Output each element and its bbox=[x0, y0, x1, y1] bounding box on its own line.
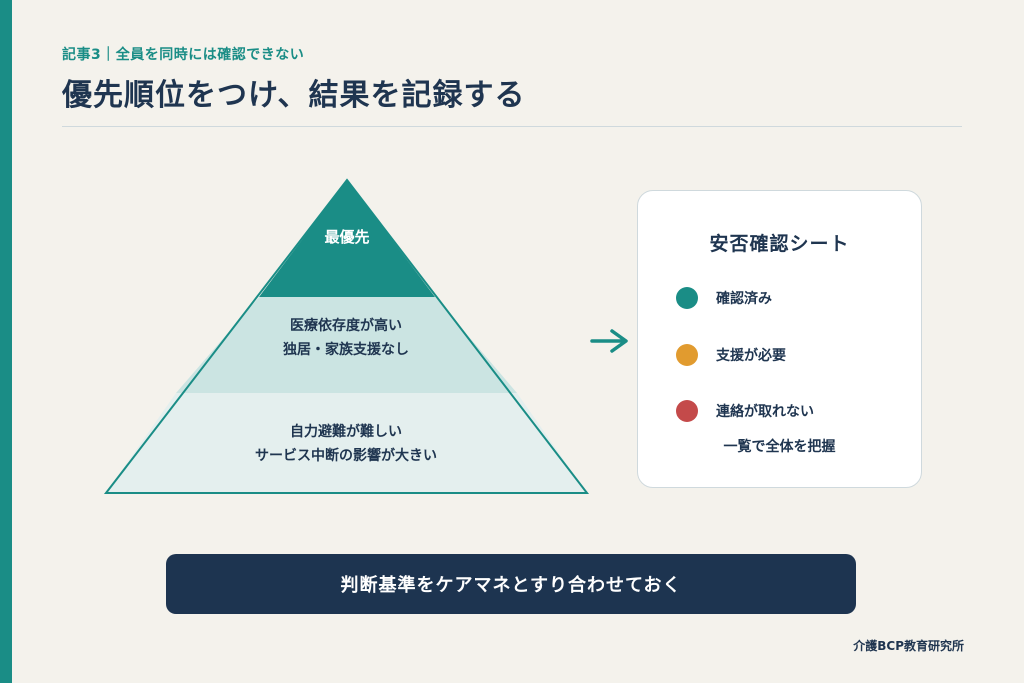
publisher-credit: 介護BCP教育研究所 bbox=[853, 639, 964, 653]
safety-check-sheet-card: 安否確認シート 確認済み 支援が必要 連絡が取れない 一覧で全体を把握 bbox=[637, 190, 922, 488]
card-title: 安否確認シート bbox=[709, 233, 850, 255]
status-label: 支援が必要 bbox=[716, 348, 786, 364]
pyramid-tier-middle bbox=[176, 297, 517, 393]
tier-bottom-line-1: 自力避難が難しい bbox=[290, 424, 402, 440]
tier-middle-line-2: 独居・家族支援なし bbox=[283, 342, 409, 358]
tier-bottom-line-2: サービス中断の影響が大きい bbox=[255, 448, 437, 464]
pyramid-tier-bottom bbox=[106, 393, 587, 493]
pyramid-outline bbox=[103, 178, 590, 494]
pyramid-tier-middle-label: 医療依存度が高い 独居・家族支援なし bbox=[196, 314, 496, 362]
title-divider bbox=[62, 126, 962, 127]
page-title: 優先順位をつけ、結果を記録する bbox=[62, 78, 526, 113]
status-dot-teal bbox=[676, 287, 698, 309]
arrow-right-icon bbox=[590, 329, 628, 353]
article-kicker: 記事3｜全員を同時には確認できない bbox=[62, 47, 305, 63]
tier-top-line-1: 最優先 bbox=[324, 228, 370, 246]
banner-text: 判断基準をケアマネとすり合わせておく bbox=[340, 575, 682, 596]
card-footer-note: 一覧で全体を把握 bbox=[723, 439, 836, 455]
status-item-unreachable: 連絡が取れない bbox=[676, 399, 814, 423]
pyramid-tier-top bbox=[259, 180, 435, 297]
pyramid-tier-bottom-label: 自力避難が難しい サービス中断の影響が大きい bbox=[166, 420, 526, 468]
status-item-confirmed: 確認済み bbox=[676, 286, 772, 310]
status-label: 確認済み bbox=[716, 291, 772, 307]
status-label: 連絡が取れない bbox=[716, 404, 814, 420]
status-dot-orange bbox=[676, 344, 698, 366]
status-item-needs-support: 支援が必要 bbox=[676, 343, 786, 367]
pyramid-tier-top-label: 最優先 bbox=[247, 225, 447, 249]
tier-middle-line-1: 医療依存度が高い bbox=[290, 318, 402, 334]
key-point-banner: 判断基準をケアマネとすり合わせておく bbox=[166, 554, 856, 614]
status-dot-red bbox=[676, 400, 698, 422]
accent-bar bbox=[0, 0, 12, 683]
